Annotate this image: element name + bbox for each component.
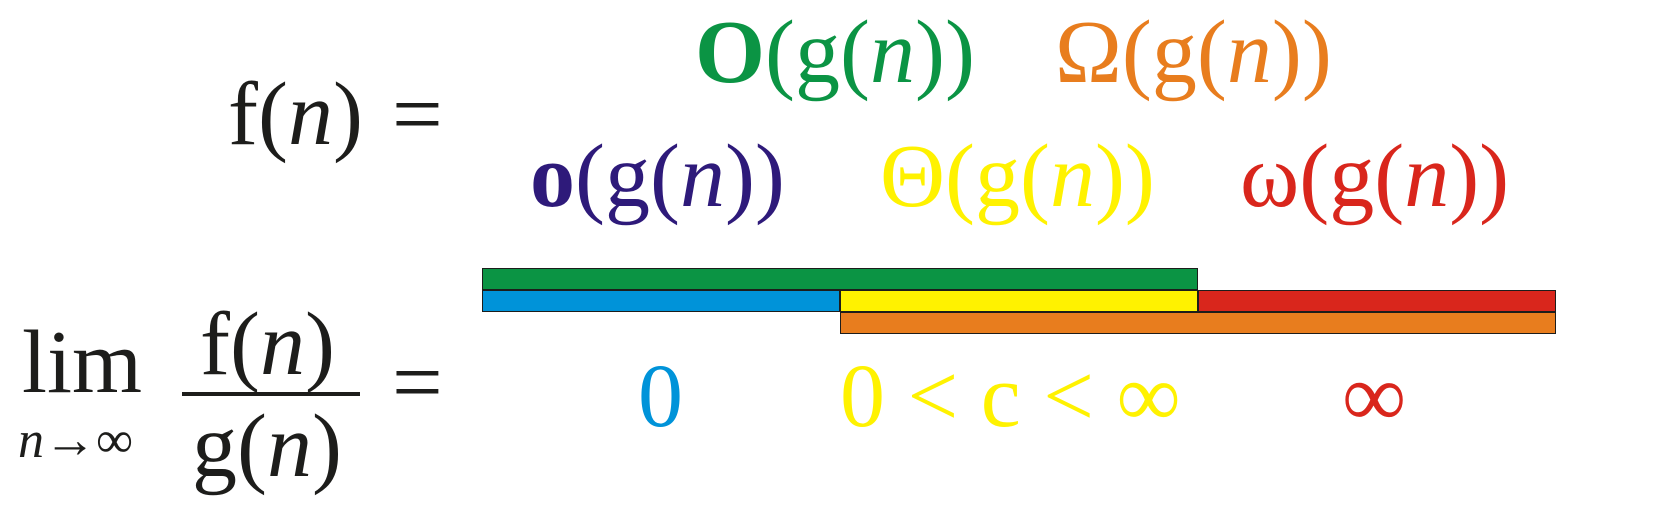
numerator-close: ) <box>304 295 335 394</box>
limit-sub-var: n <box>18 412 44 469</box>
big-o-symbol: O <box>695 3 766 102</box>
little-omega-arg-close: )) <box>1449 127 1510 226</box>
big-o-arg-close: )) <box>914 3 975 102</box>
function-var: n <box>287 65 333 164</box>
limit-word: lim <box>22 313 143 412</box>
big-omega-label: Ω(g(n)) <box>1055 8 1332 98</box>
little-omega-arg-var: n <box>1404 127 1450 226</box>
theta-arg-var: n <box>1049 127 1095 226</box>
big-omega-range-bar <box>840 312 1556 334</box>
limit-sub-arrow: → <box>44 412 96 469</box>
big-o-range-bar <box>482 268 1198 290</box>
function-label: f(n) <box>228 70 363 160</box>
big-o-arg-var: n <box>869 3 915 102</box>
little-omega-range-bar <box>1198 290 1556 312</box>
little-o-range-bar <box>482 290 840 312</box>
limit-equals: = <box>392 333 443 432</box>
denominator-var: n <box>266 397 312 496</box>
little-omega-symbol: ω <box>1240 127 1300 226</box>
little-o-arg-open: (g( <box>575 127 680 226</box>
limit-value-between: 0 < c < ∞ <box>840 347 1181 446</box>
big-omega-arg-var: n <box>1226 3 1272 102</box>
theta-label: Θ(g(n)) <box>880 132 1155 222</box>
fraction-denominator: g(n) <box>192 402 342 492</box>
function-equals: = <box>392 65 443 164</box>
little-omega-label: ω(g(n)) <box>1240 132 1509 222</box>
theta-range-bar <box>840 290 1198 312</box>
denominator-close: ) <box>311 397 342 496</box>
little-o-symbol: o <box>530 127 575 226</box>
big-omega-arg-open: (g( <box>1121 3 1227 102</box>
function-close: ) <box>332 65 363 164</box>
theta-arg-open: (g( <box>945 127 1050 226</box>
big-o-arg-open: (g( <box>765 3 870 102</box>
big-o-label: O(g(n)) <box>695 8 975 98</box>
denominator-g: g( <box>192 397 267 496</box>
theta-arg-close: )) <box>1094 127 1155 226</box>
little-o-arg-close: )) <box>724 127 785 226</box>
numerator-f: f( <box>200 295 260 394</box>
limit-value-infinity: ∞ <box>1342 347 1407 446</box>
numerator-var: n <box>259 295 305 394</box>
big-omega-arg-close: )) <box>1271 3 1332 102</box>
fraction-numerator: f(n) <box>200 300 335 390</box>
limit-subscript: n→∞ <box>18 415 133 467</box>
limit-value-zero: 0 <box>638 347 683 446</box>
little-o-arg-var: n <box>679 127 725 226</box>
theta-symbol: Θ <box>880 127 945 226</box>
little-omega-arg-open: (g( <box>1299 127 1405 226</box>
function-f: f( <box>228 65 288 164</box>
little-o-label: o(g(n)) <box>530 132 785 222</box>
big-omega-symbol: Ω <box>1055 3 1122 102</box>
limit-sub-infinity: ∞ <box>96 412 134 469</box>
fraction-bar <box>182 392 360 396</box>
